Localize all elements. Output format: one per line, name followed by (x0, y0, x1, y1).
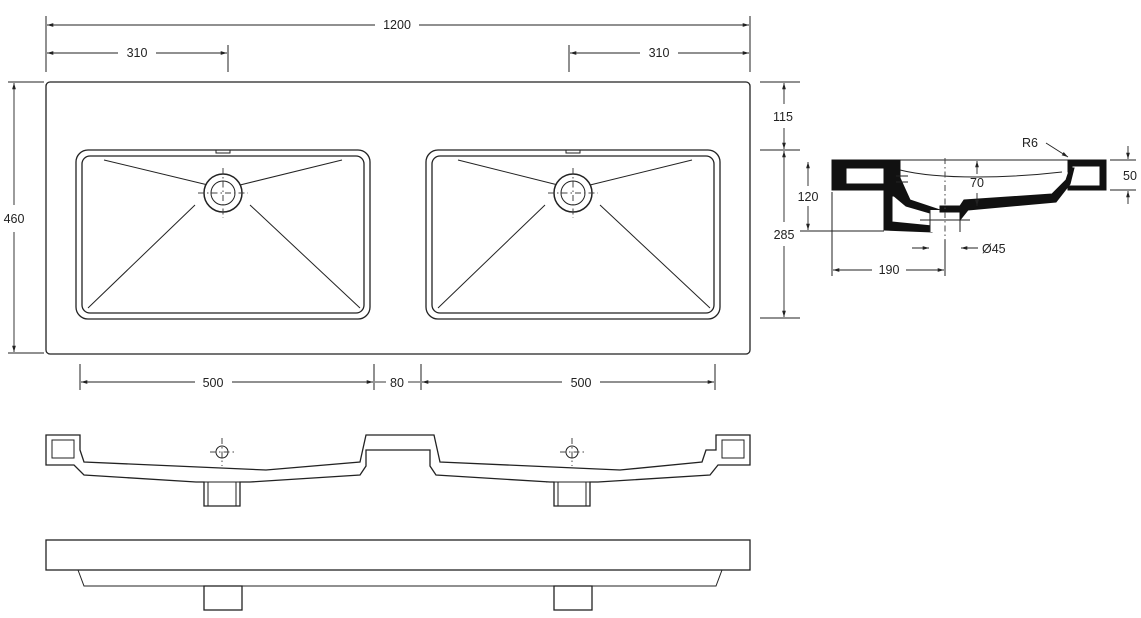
plan-view: 1200 310 310 460 (4, 16, 800, 390)
right-drain-outlet (553, 585, 593, 611)
section-drain-offset-label: 190 (879, 263, 900, 277)
dim-total-width-label: 1200 (383, 18, 411, 32)
dim-left-offset: 310 (47, 46, 227, 60)
left-drain (203, 173, 243, 213)
dim-left-offset-label: 310 (127, 46, 148, 60)
section-rim-height-label: 50 (1123, 169, 1137, 183)
section-view: R6 50 120 70 190 Ø45 (798, 136, 1137, 277)
dim-basin-gap: 80 (375, 376, 420, 390)
dim-right-offset: 310 (570, 46, 749, 60)
dim-basin-depth-label: 285 (774, 228, 795, 242)
section-drain-diameter-label: Ø45 (982, 242, 1006, 256)
dim-total-width: 1200 (47, 18, 749, 32)
dim-right-offset-label: 310 (649, 46, 670, 60)
dim-basin-left: 500 (81, 376, 373, 390)
dim-basin-right: 500 (422, 376, 714, 390)
front-section-view (45, 434, 751, 507)
right-basin (425, 149, 721, 320)
section-drain-depth-label: 70 (970, 176, 984, 190)
dim-depth-label: 460 (4, 212, 25, 226)
left-drain-outlet (203, 585, 243, 611)
right-drain (553, 173, 593, 213)
dim-basin-left-label: 500 (203, 376, 224, 390)
dim-top-to-basin-label: 115 (773, 110, 793, 124)
dim-top-to-basin: 115 (773, 83, 793, 149)
left-basin (75, 149, 371, 320)
dim-basin-right-label: 500 (571, 376, 592, 390)
countertop-outline (45, 81, 751, 355)
section-radius-label: R6 (1022, 136, 1038, 150)
dim-basin-gap-label: 80 (390, 376, 404, 390)
section-bowl-depth-label: 120 (798, 190, 819, 204)
dim-basin-depth: 285 (774, 151, 795, 317)
dim-depth: 460 (4, 81, 44, 354)
front-elevation-view (45, 539, 751, 611)
